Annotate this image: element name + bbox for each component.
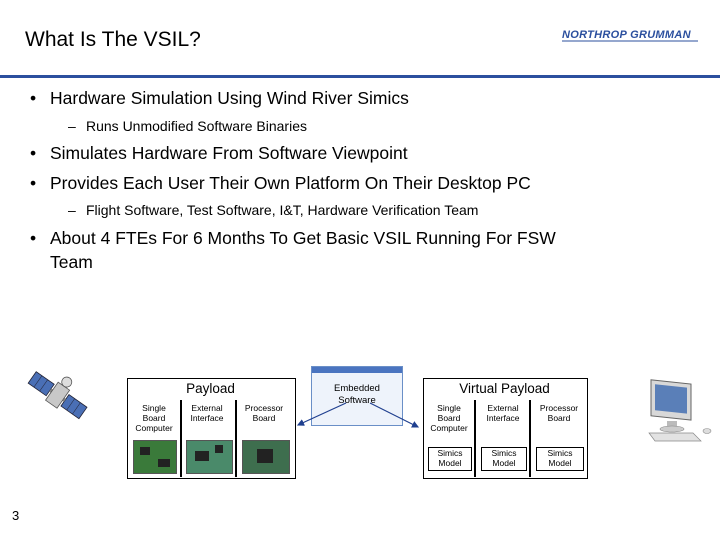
bullet-1-text: Hardware Simulation Using Wind River Sim… — [50, 88, 409, 108]
virtual-col-processor-board: Processor Board — [539, 403, 579, 423]
payload-col-single-board-computer: Single Board Computer — [135, 403, 173, 433]
bullet-1: •Hardware Simulation Using Wind River Si… — [30, 88, 409, 108]
payload-title: Payload — [186, 381, 235, 396]
bullet-2-text: Simulates Hardware From Software Viewpoi… — [50, 143, 408, 163]
sub-bullet-3: –Flight Software, Test Software, I&T, Ha… — [68, 202, 479, 218]
desktop-pc-icon — [648, 379, 712, 442]
virtual-divider — [529, 400, 531, 477]
bullet-3-text: Provides Each User Their Own Platform On… — [50, 173, 531, 193]
sub-bullet-1-text: Runs Unmodified Software Binaries — [86, 118, 307, 134]
bullet-4: •About 4 FTEs For 6 Months To Get Basic … — [30, 228, 556, 272]
bullet-3: •Provides Each User Their Own Platform O… — [30, 173, 531, 193]
virtual-divider — [474, 400, 476, 477]
virtual-col-single-board-computer: Single Board Computer — [430, 403, 468, 433]
bullet-4-text: About 4 FTEs For 6 Months To Get Basic V… — [50, 228, 556, 248]
circuit-board-image — [186, 440, 233, 474]
bullet-2: •Simulates Hardware From Software Viewpo… — [30, 143, 408, 163]
simics-model-box: Simics Model — [536, 447, 584, 471]
northrop-grumman-logo: NORTHROP GRUMMAN — [562, 29, 698, 42]
connector-arrows — [296, 402, 420, 428]
virtual-col-external-interface: External Interface — [486, 403, 520, 423]
svg-text:NORTHROP GRUMMAN: NORTHROP GRUMMAN — [562, 29, 692, 41]
simics-model-box: Simics Model — [481, 447, 527, 471]
page-number: 3 — [12, 508, 20, 523]
sub-bullet-1: –Runs Unmodified Software Binaries — [68, 118, 307, 134]
payload-divider — [235, 400, 237, 477]
circuit-board-image — [242, 440, 290, 474]
payload-divider — [180, 400, 182, 477]
header-rule — [0, 75, 720, 78]
virtual-payload-title: Virtual Payload — [459, 381, 550, 396]
payload-col-external-interface: External Interface — [190, 403, 224, 423]
slide-title: What Is The VSIL? — [25, 28, 201, 51]
payload-col-processor-board: Processor Board — [244, 403, 284, 423]
circuit-board-image — [133, 440, 177, 474]
simics-model-box: Simics Model — [428, 447, 472, 471]
bullet-4-continuation: Team — [50, 252, 93, 272]
satellite-icon — [27, 371, 88, 420]
window-title-bar — [312, 367, 402, 373]
sub-bullet-3-text: Flight Software, Test Software, I&T, Har… — [86, 202, 479, 218]
